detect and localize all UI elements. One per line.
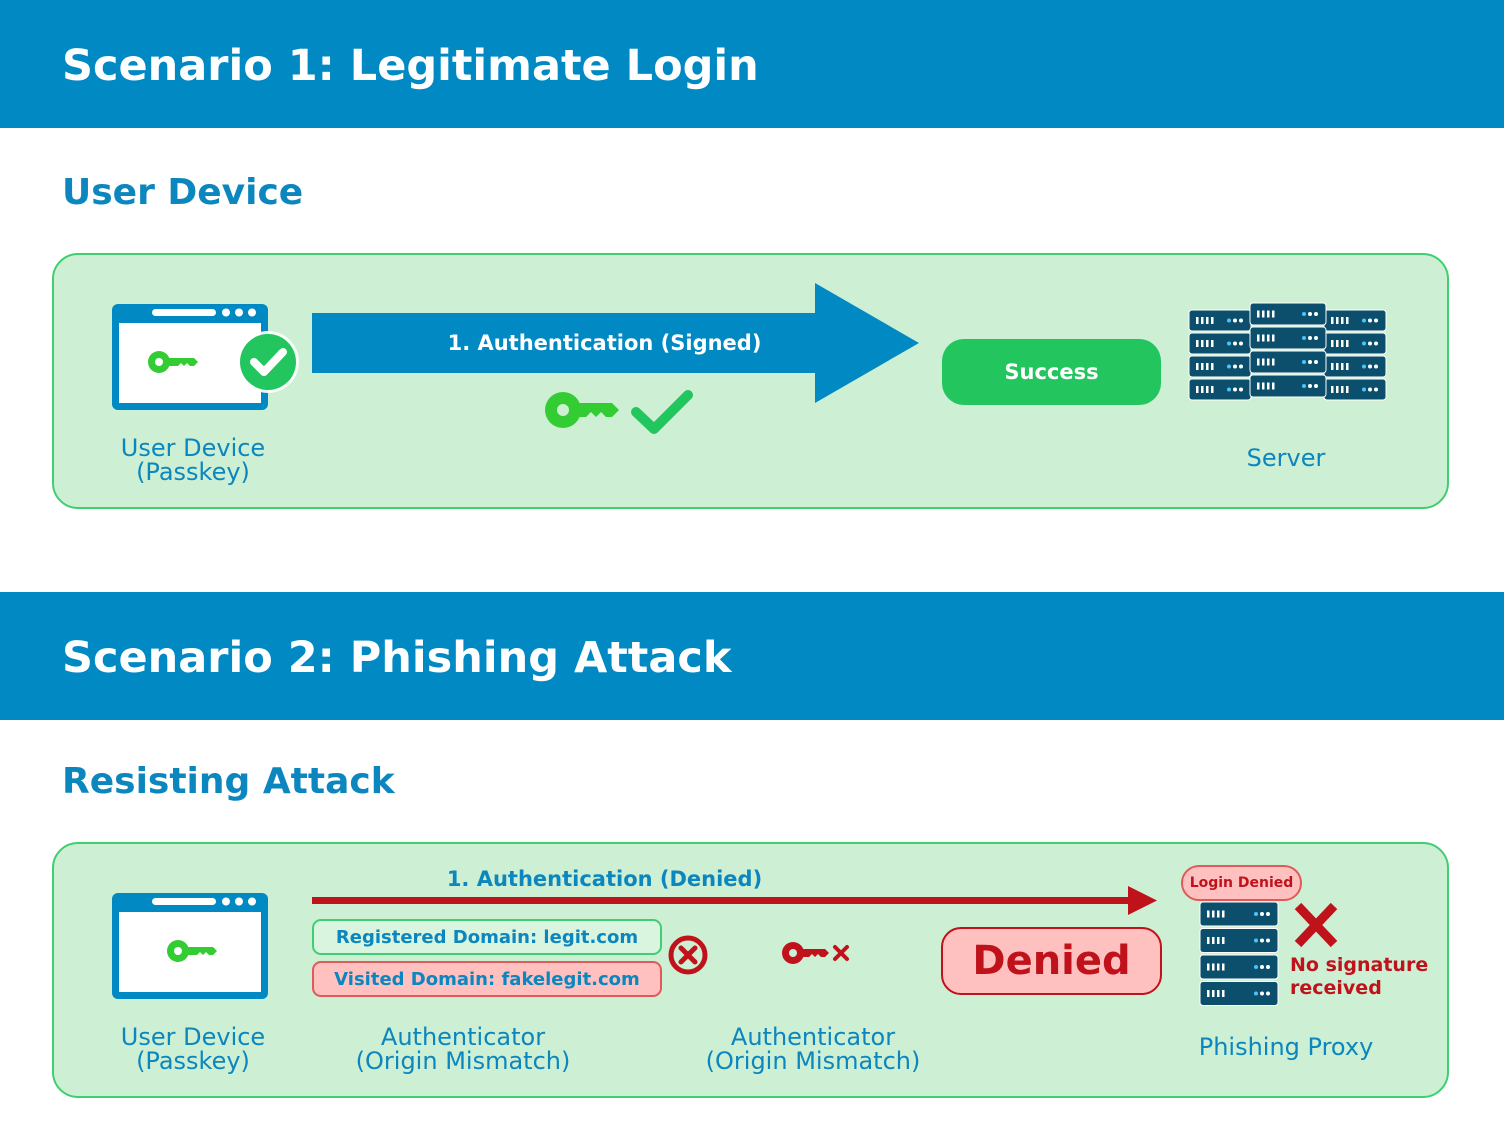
authenticator-label-text: Authenticator (Origin Mismatch) <box>705 1023 921 1075</box>
scenario-1-subtitle: User Device <box>62 172 304 213</box>
server-unit <box>1249 302 1327 326</box>
visited-domain-box: Visited Domain: fakelegit.com <box>312 961 662 997</box>
server-unit <box>1249 326 1327 350</box>
server-label: Server <box>1246 444 1326 472</box>
scenario-2-subtitle: Resisting Attack <box>62 761 395 802</box>
server-unit <box>1188 309 1252 332</box>
server-unit <box>1199 901 1279 927</box>
cross-circle-icon <box>668 935 708 975</box>
server-unit <box>1249 374 1327 398</box>
server-unit <box>1199 928 1279 953</box>
registered-domain-box: Registered Domain: legit.com <box>312 919 662 955</box>
server-unit <box>1323 309 1387 332</box>
checkmark-badge-icon <box>237 331 299 393</box>
authenticator-label-1: Authenticator (Origin Mismatch) <box>348 1025 578 1073</box>
key-cross-icon <box>782 942 849 964</box>
scenario-1-title: Scenario 1: Legitimate Login <box>62 41 759 91</box>
device-label-text: User Device (Passkey) <box>120 434 266 486</box>
scenario-1-device-label: User Device (Passkey) <box>113 436 273 484</box>
scenario-1-banner: Scenario 1: Legitimate Login <box>0 0 1504 128</box>
user-device-browser-icon <box>112 304 299 410</box>
user-device-browser-icon <box>112 893 268 999</box>
no-signature-text: No signature received <box>1290 954 1429 999</box>
phishing-proxy-server-icon <box>1199 901 1279 1006</box>
scenario-2-device-label: User Device (Passkey) <box>113 1025 273 1073</box>
server-unit <box>1188 332 1252 355</box>
server-unit <box>1323 378 1387 401</box>
server-unit <box>1323 355 1387 378</box>
scenario-2-title: Scenario 2: Phishing Attack <box>62 633 732 683</box>
checkmark-icon <box>631 390 693 434</box>
authenticator-label-2: Authenticator (Origin Mismatch) <box>698 1025 928 1073</box>
denied-status-pill: Denied <box>941 927 1162 995</box>
key-icon <box>545 392 619 428</box>
denied-authentication-arrow <box>312 886 1157 915</box>
server-unit <box>1323 332 1387 355</box>
server-unit <box>1199 954 1279 980</box>
phishing-proxy-label: Phishing Proxy <box>1198 1033 1374 1061</box>
authenticator-label-text: Authenticator (Origin Mismatch) <box>355 1023 571 1075</box>
server-rack-icon <box>1188 302 1387 401</box>
server-unit <box>1249 350 1327 374</box>
scenario-1-arrow-label: 1. Authentication (Signed) <box>447 331 762 355</box>
signed-key-check-icon <box>545 390 693 434</box>
authentication-arrow <box>312 283 919 403</box>
scenario-2-arrow-label: 1. Authentication (Denied) <box>446 867 763 891</box>
server-unit <box>1199 981 1279 1006</box>
key-icon <box>167 940 217 962</box>
key-icon <box>148 351 198 373</box>
server-unit <box>1188 355 1252 378</box>
scenario-2-banner: Scenario 2: Phishing Attack <box>0 592 1504 720</box>
login-denied-badge: Login Denied <box>1181 865 1302 901</box>
x-mark-icon <box>1294 902 1338 948</box>
success-status-pill: Success <box>942 339 1161 405</box>
device-label-text: User Device (Passkey) <box>120 1023 266 1075</box>
server-unit <box>1188 378 1252 401</box>
